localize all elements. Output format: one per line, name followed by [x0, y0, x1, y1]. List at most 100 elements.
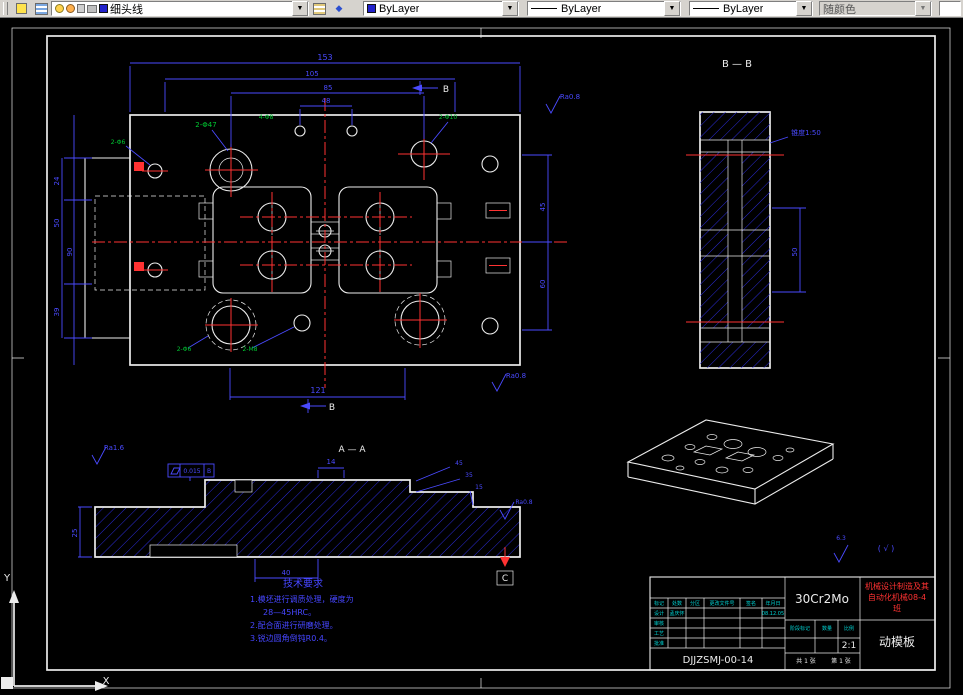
- linetype-sample-icon: [531, 8, 557, 9]
- annotation-title-block: 动模板: [879, 635, 915, 649]
- annotation-main-dims: 48: [322, 97, 331, 105]
- annotation-main-dims: 121: [310, 386, 325, 395]
- layer-plot-icon: [87, 4, 97, 13]
- annotation-hole-callout: 2-Φ47: [195, 121, 216, 129]
- layer-states-button[interactable]: ◆: [329, 0, 349, 17]
- chevron-down-icon[interactable]: ▼: [664, 1, 680, 16]
- annotation-hole-callout: 2-M8: [243, 346, 258, 353]
- annotation-title-block: 设计: [654, 610, 664, 617]
- annotation-main-dims: 90: [66, 248, 74, 257]
- annotation-datum: C: [502, 574, 508, 584]
- current-lineweight: ByLayer: [723, 2, 764, 15]
- layer-previous-icon: [312, 2, 326, 15]
- annotation-title-block: 标记: [654, 600, 664, 607]
- annotation-section-aa: 35: [465, 472, 473, 479]
- annotation-title-block: 阶段标记: [790, 625, 810, 632]
- annotation-ucs: X: [103, 676, 110, 687]
- annotation-hole-callout: 2-Φ6: [111, 139, 126, 146]
- annotation-roughness: Ra0.8: [560, 93, 580, 101]
- annotation-tech-req: 2.配合面进行研磨处理。: [250, 620, 338, 630]
- toolbar-overflow[interactable]: [939, 1, 961, 16]
- chevron-down-icon[interactable]: ▼: [502, 1, 518, 16]
- annotation-main-dims: 45: [539, 203, 547, 212]
- chevron-down-icon: ▼: [915, 1, 931, 16]
- annotation-section-bb: 50: [791, 248, 799, 257]
- annotation-hole-callout: 2-Φ10: [439, 114, 458, 121]
- annotation-section-bb: B — B: [722, 59, 752, 70]
- annotation-title-block: 2:1: [842, 641, 856, 651]
- annotation-main-dims: 85: [324, 84, 333, 92]
- annotation-title-block: 孟庆怀: [669, 610, 684, 617]
- annotation-tolerance-frame: B: [207, 468, 211, 475]
- annotation-roughness: 6.3: [836, 535, 846, 542]
- linetype-dropdown[interactable]: ByLayer ▼: [527, 1, 681, 16]
- section-view-aa: [78, 463, 521, 586]
- annotation-title-block: 分区: [690, 600, 700, 607]
- color-chip: [367, 4, 376, 13]
- annotation-tolerance-frame: 0.015: [183, 468, 200, 475]
- annotation-hole-callout: 2-Φ6: [177, 346, 192, 353]
- annotation-hole-callout: 4-Φ8: [259, 114, 274, 121]
- current-color: ByLayer: [379, 2, 420, 15]
- annotation-main-dims: 24: [53, 176, 61, 185]
- annotation-main-dims: 39: [53, 308, 61, 317]
- current-linetype: ByLayer: [561, 2, 602, 15]
- annotation-title-block: 自动化机械08-4: [868, 592, 926, 602]
- annotation-title-block: 机械设计制造及其: [865, 581, 929, 591]
- toolbar-grip[interactable]: [3, 2, 8, 15]
- chevron-down-icon[interactable]: ▼: [292, 1, 308, 16]
- annotation-ucs: Y: [3, 573, 11, 584]
- layer-thaw-icon: [66, 4, 75, 13]
- annotation-title-block: 工艺: [654, 631, 664, 637]
- annotation-title-block: 审核: [654, 620, 664, 627]
- annotation-section-mark: B: [443, 85, 449, 95]
- iso-view: [626, 419, 849, 563]
- lineweight-sample-icon: [693, 8, 719, 9]
- chevron-down-icon[interactable]: ▼: [796, 1, 812, 16]
- annotation-main-dims: 60: [539, 280, 547, 289]
- annotation-section-aa: 25: [71, 529, 79, 538]
- layer-on-icon: [55, 4, 64, 13]
- annotation-roughness: Ra1.6: [104, 444, 125, 452]
- annotation-title-block: 第 1 张: [831, 657, 851, 665]
- layer-dropdown[interactable]: 细头线 ▼: [51, 1, 309, 16]
- layer-properties-manager-button[interactable]: [31, 0, 51, 17]
- annotation-title-block: 班: [893, 603, 901, 613]
- layers-icon: [34, 2, 48, 15]
- annotation-title-block: 共 1 张: [796, 657, 816, 665]
- annotation-title-block: 更改文件号: [709, 600, 734, 607]
- annotation-title-block: 年月日: [765, 600, 780, 607]
- annotation-main-dims: 50: [53, 219, 61, 228]
- annotation-section-bb: 锥度1:50: [791, 128, 821, 137]
- annotation-title-block: 30Cr2Mo: [795, 592, 849, 606]
- annotation-tech-req: 技术要求: [283, 577, 323, 590]
- annotation-roughness: ( √ ): [878, 544, 894, 553]
- annotation-main-dims: 105: [305, 70, 318, 78]
- lineweight-dropdown[interactable]: ByLayer ▼: [689, 1, 813, 16]
- annotation-section-aa: 15: [475, 484, 483, 491]
- make-layer-current-icon: [15, 3, 27, 14]
- title-block: [649, 576, 936, 671]
- layer-previous-button[interactable]: [309, 0, 329, 17]
- annotation-tech-req: 3.锐边圆角倒钝R0.4。: [250, 633, 332, 643]
- annotation-main-dims: 153: [317, 53, 332, 62]
- current-layer-name: 细头线: [110, 3, 143, 16]
- layer-color-chip: [99, 4, 108, 13]
- annotation-section-aa: 14: [327, 458, 336, 466]
- make-object-layer-current-button[interactable]: [11, 0, 31, 17]
- sheet-frame: [11, 27, 951, 689]
- layer-states-icon: ◆: [335, 3, 343, 13]
- main-view: [61, 62, 568, 465]
- annotation-tech-req: 28—45HRC。: [263, 608, 316, 617]
- annotation-title-block: 比例: [844, 625, 854, 632]
- plot-style-dropdown: 随颜色 ▼: [819, 1, 932, 16]
- object-properties-toolbar: 细头线 ▼ ◆ ByLayer ▼ ByLayer ▼ ByLayer ▼ 随颜…: [0, 0, 963, 18]
- annotation-title-block: DJJZSMJ-00-14: [683, 655, 754, 666]
- color-dropdown[interactable]: ByLayer ▼: [363, 1, 519, 16]
- annotation-section-mark: B: [329, 403, 335, 413]
- annotation-title-block: 处数: [672, 600, 682, 607]
- annotation-title-block: 08.12.05: [762, 611, 784, 617]
- annotation-tech-req: 1.模坯进行调质处理，硬度为: [250, 594, 354, 604]
